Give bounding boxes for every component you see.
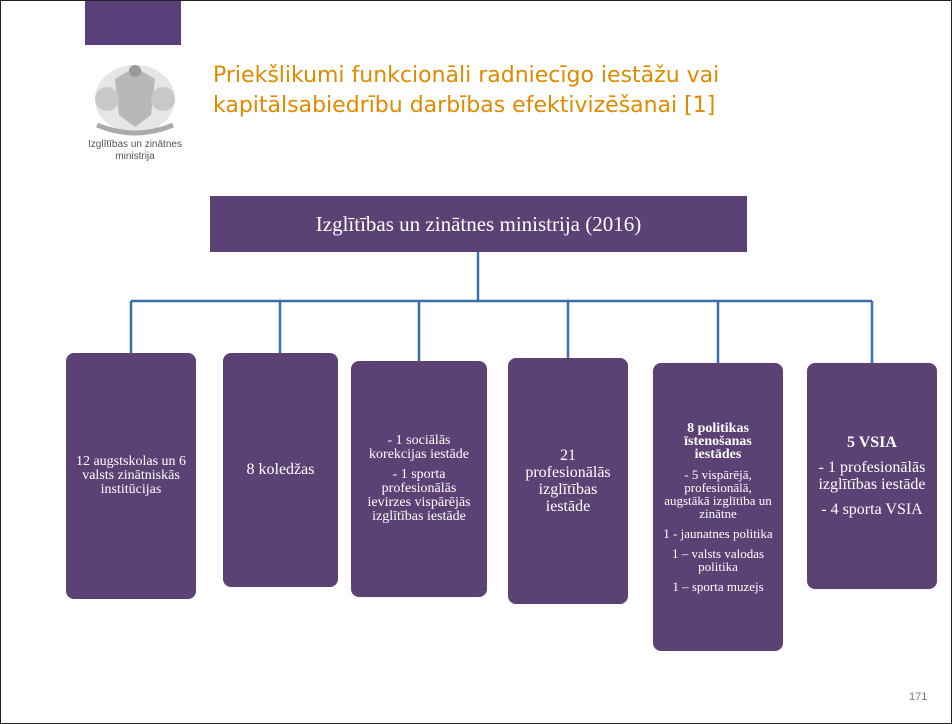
root-node-ministry: Izglītības un zinātnes ministrija (2016) [210, 196, 747, 252]
node-label: 8 koledžas [246, 461, 315, 478]
child-node-vocational-schools: 21 profesionālās izglītības iestāde [508, 358, 628, 604]
ministry-logo: Izglītības un zinātnes ministrija [65, 59, 205, 177]
node-label: 21 profesionālās izglītības iestāde [525, 447, 611, 515]
node-line: - 1 sociālās korekcijas iestāde [369, 433, 469, 462]
child-node-universities: 12 augstskolas un 6 valsts zinātniskās i… [66, 353, 196, 599]
child-node-special-institutions: - 1 sociālās korekcijas iestāde - 1 spor… [351, 361, 487, 597]
child-node-policy-institutions: 8 politikas īstenošanas iestādes - 5 vis… [653, 363, 783, 651]
title-line1: Priekšlikumi funkcionāli radniecīgo iest… [213, 63, 720, 88]
node-line: - 1 sporta profesionālās ievirzes vispār… [367, 467, 471, 524]
node-label: 12 augstskolas un 6 valsts zinātniskās i… [75, 454, 187, 497]
page-number: 171 [909, 691, 928, 703]
top-accent-bar [85, 1, 181, 45]
node-line: 1 – valsts valodas politika [671, 545, 765, 574]
logo-caption-line2: ministrija [115, 151, 155, 162]
node-line: - 1 profesionālās izglītības iestāde [818, 459, 926, 493]
title-line2: kapitālsabiedrību darbības efektivizēšan… [213, 93, 716, 118]
child-node-colleges: 8 koledžas [223, 353, 338, 587]
root-node-label: Izglītības un zinātnes ministrija (2016) [315, 211, 642, 236]
node-line: 1 – sporta muzejs [672, 578, 764, 594]
slide-title: Priekšlikumi funkcionāli radniecīgo iest… [213, 61, 853, 121]
logo-caption: Izglītības un zinātnes ministrija [65, 139, 205, 163]
coat-of-arms-icon [95, 65, 175, 136]
node-line: 1 - jaunatnes politika [663, 525, 773, 541]
node-heading: 8 politikas īstenošanas iestādes [684, 420, 752, 462]
node-heading: 5 VSIA [847, 434, 897, 451]
child-node-vsia: 5 VSIA - 1 profesionālās izglītības iest… [807, 363, 937, 589]
node-line: - 5 vispārējā, profesionālā, augstākā iz… [664, 466, 772, 521]
node-line: - 4 sporta VSIA [821, 501, 923, 518]
logo-caption-line1: Izglītības un zinātnes [88, 139, 182, 150]
